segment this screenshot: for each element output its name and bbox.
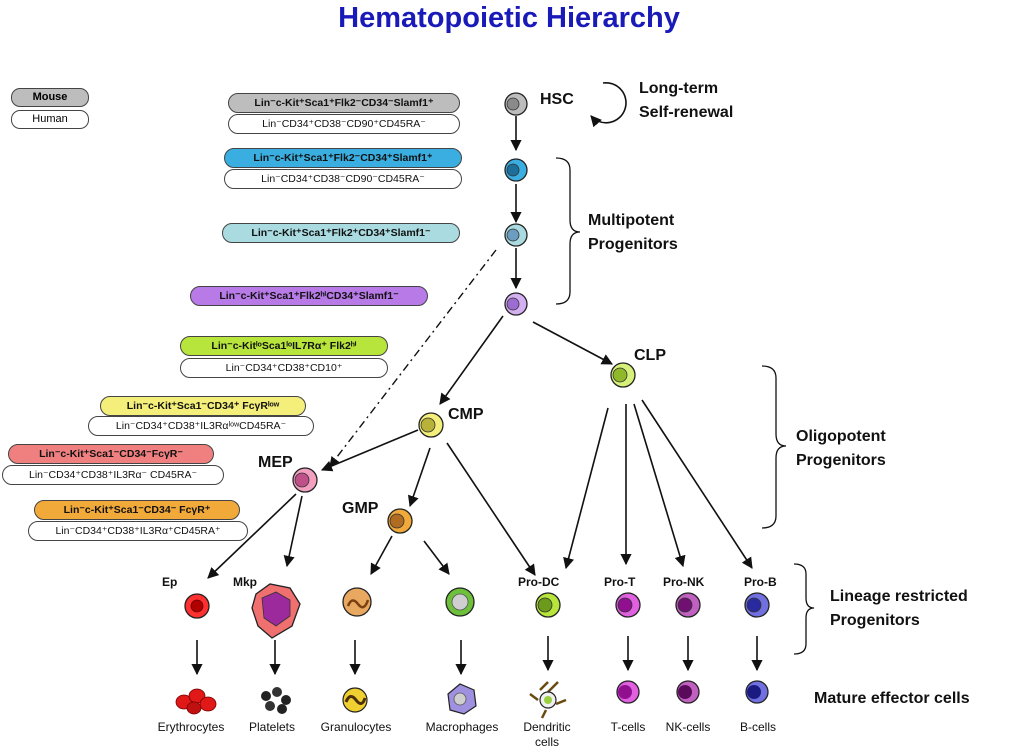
arrow-cmp-mep (320, 429, 419, 472)
mpp3-cell (504, 292, 528, 316)
macrophage-progenitor-cell (445, 587, 475, 617)
mpp2-mouse-markers: Lin⁻c-Kit⁺Sca1⁺Flk2⁺CD34⁺Slamf1⁻ (222, 223, 460, 243)
self-renewal-label-2: Self-renewal (639, 104, 734, 121)
gmp-label: GMP (342, 500, 379, 517)
macrophages-label: Macrophages (425, 720, 499, 734)
self-renewal-label-1: Long-term (639, 80, 719, 97)
mature-label: Mature effector cells (814, 690, 970, 707)
dendritic-label-2: cells (534, 735, 559, 749)
ep-cell (184, 593, 210, 619)
pronk-cell (675, 592, 701, 618)
mpp1-human-markers: Lin⁻CD34⁺CD38⁻CD90⁻CD45RA⁻ (224, 169, 462, 189)
clp-cell (610, 362, 636, 388)
mep-mouse-markers: Lin⁻c-Kit⁺Sca1⁻CD34⁻FcγR⁻ (8, 444, 214, 464)
arrow-mpp3-clp (532, 321, 613, 365)
cmp-human-markers: Lin⁻CD34⁺CD38⁺IL3RαˡᵒʷCD45RA⁻ (88, 416, 314, 436)
lineage-label-1: Lineage restricted (830, 588, 968, 605)
granulocytes-label: Granulocytes (320, 720, 392, 734)
arrow-clp-prob (641, 399, 753, 569)
multipotent-label-2: Progenitors (588, 236, 678, 253)
arrow-mpp3-cmp (439, 315, 504, 405)
arrow-gmp-macrophage (423, 540, 450, 575)
arrow-cmp-prodc (446, 442, 536, 576)
tcells-label: T-cells (610, 720, 646, 734)
gmp-cell (387, 508, 413, 534)
mpp1-mouse-markers: Lin⁻c-Kit⁺Sca1⁺Flk2⁻CD34⁺Slamf1⁺ (224, 148, 462, 168)
mkp-label: Mkp (233, 575, 257, 589)
arrow-cmp-gmp (407, 447, 431, 508)
nkcells-label: NK-cells (665, 720, 711, 734)
mep-cell (292, 467, 318, 493)
oligopotent-label-2: Progenitors (796, 452, 886, 469)
oligopotent-label-1: Oligopotent (796, 428, 886, 445)
erythrocytes-label: Erythrocytes (157, 720, 225, 734)
platelets-label: Platelets (248, 720, 296, 734)
self-renewal-arrow (590, 81, 627, 128)
prot-label: Pro-T (604, 575, 636, 589)
clp-human-markers: Lin⁻CD34⁺CD38⁺CD10⁺ (180, 358, 388, 378)
nkcells-icon (676, 680, 700, 704)
arrow-mep-ep (207, 493, 297, 579)
hsc-mouse-markers: Lin⁻c-Kit⁺Sca1⁺Flk2⁻CD34⁻Slamf1⁺ (228, 93, 460, 113)
mep-human-markers: Lin⁻CD34⁺CD38⁺IL3Rα⁻ CD45RA⁻ (2, 465, 224, 485)
prodc-cell (535, 592, 561, 618)
bracket-multipotent (555, 157, 581, 305)
hsc-cell (504, 92, 528, 116)
mpp1-cell (504, 158, 528, 182)
ep-label: Ep (162, 575, 178, 589)
arrow-clp-prodc (563, 407, 609, 570)
prodc-label: Pro-DC (518, 575, 560, 589)
mkp-cell (251, 583, 301, 639)
legend-mouse: Mouse (11, 88, 89, 107)
bracket-lineage (793, 563, 815, 655)
platelets-icon (261, 687, 291, 714)
arrow-mpp2-mep (329, 249, 497, 467)
bracket-oligopotent (761, 365, 787, 529)
macrophages-icon (447, 683, 477, 715)
erythrocytes-icon (175, 688, 217, 715)
dendritic-cells-icon (529, 681, 567, 719)
granulocytes-icon (342, 687, 368, 713)
prob-label: Pro-B (744, 575, 777, 589)
multipotent-label-1: Multipotent (588, 212, 675, 229)
tcells-icon (616, 680, 640, 704)
clp-mouse-markers: Lin⁻c-KitˡᵒSca1ˡᵒIL7Rα⁺ Flk2ʰⁱ (180, 336, 388, 356)
cmp-label: CMP (448, 406, 484, 423)
arrow-mep-mkp (283, 495, 303, 568)
arrow-gmp-granulocyte (370, 535, 393, 575)
dendritic-label-1: Dendritic (523, 720, 571, 734)
cmp-cell (418, 412, 444, 438)
pronk-label: Pro-NK (663, 575, 705, 589)
prot-cell (615, 592, 641, 618)
bcells-label: B-cells (739, 720, 776, 734)
clp-label: CLP (634, 347, 666, 364)
gmp-mouse-markers: Lin⁻c-Kit⁺Sca1⁻CD34⁻ FcγR⁺ (34, 500, 240, 520)
hsc-label: HSC (540, 91, 574, 108)
lineage-label-2: Progenitors (830, 612, 920, 629)
arrow-clp-pronk (633, 403, 686, 568)
hsc-human-markers: Lin⁻CD34⁺CD38⁻CD90⁺CD45RA⁻ (228, 114, 460, 134)
diagram-title: Hematopoietic Hierarchy (338, 2, 680, 34)
bcells-icon (745, 680, 769, 704)
legend-human: Human (11, 110, 89, 129)
gmp-human-markers: Lin⁻CD34⁺CD38⁺IL3Rα⁺CD45RA⁺ (28, 521, 248, 541)
granulocyte-progenitor-cell (342, 587, 372, 617)
mep-label: MEP (258, 454, 293, 471)
prob-cell (744, 592, 770, 618)
mpp3-mouse-markers: Lin⁻c-Kit⁺Sca1⁺Flk2ʰⁱCD34⁺Slamf1⁻ (190, 286, 428, 306)
cmp-mouse-markers: Lin⁻c-Kit⁺Sca1⁻CD34⁺ FcγRˡᵒʷ (100, 396, 306, 416)
mpp2-cell (504, 223, 528, 247)
